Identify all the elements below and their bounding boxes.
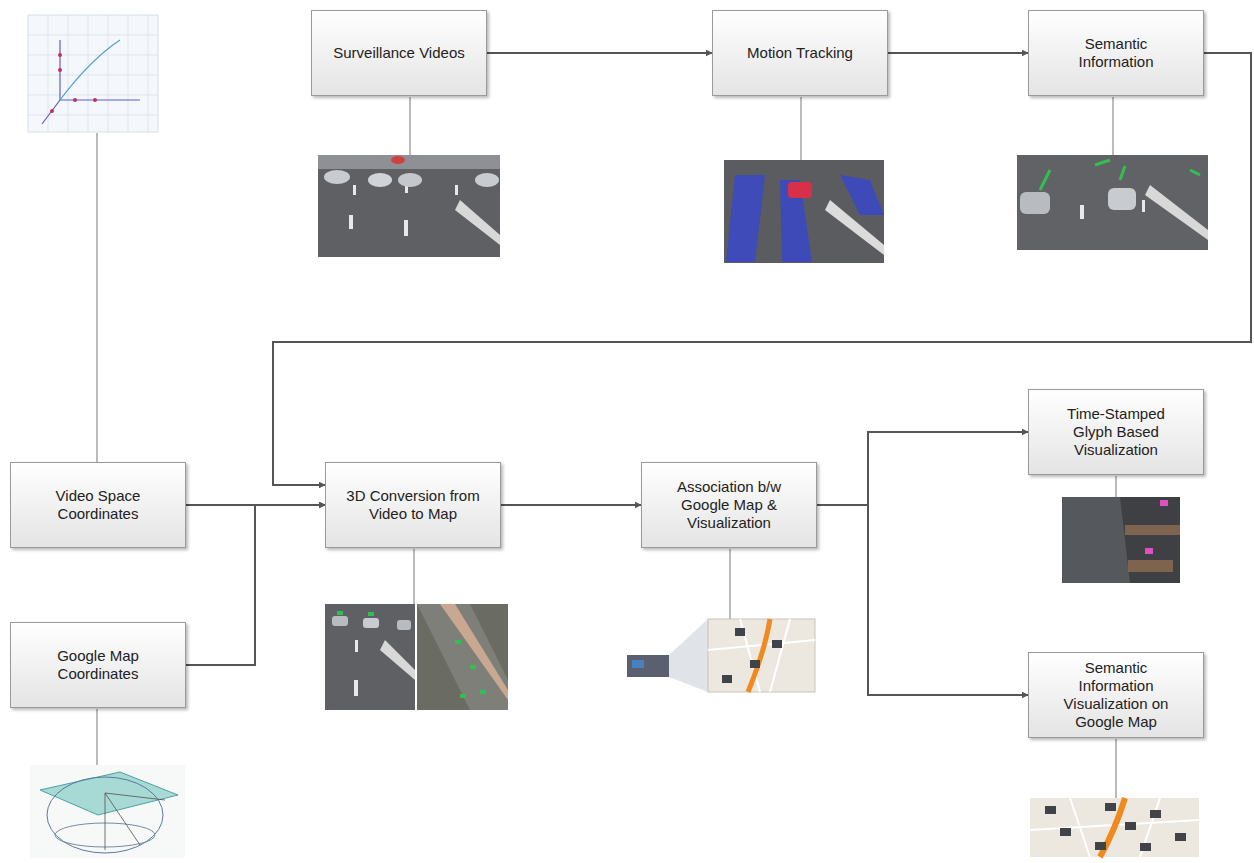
process-box: Semantic Information	[1028, 10, 1204, 96]
globe-figure	[30, 765, 185, 858]
coordinate-graph	[28, 15, 158, 132]
process-box: Surveillance Videos	[311, 10, 487, 96]
semantic-frame	[1017, 155, 1208, 250]
flow-arrow	[186, 505, 325, 665]
process-box: Semantic Information Visualization on Go…	[1028, 652, 1204, 738]
box-label: Time-Stamped Glyph Based Visualization	[1029, 405, 1203, 459]
box-label: Video Space Coordinates	[11, 487, 185, 523]
tracking-frame	[724, 160, 884, 263]
flow-arrow	[501, 504, 641, 506]
process-box: Motion Tracking	[712, 10, 888, 96]
glyph-view	[1062, 497, 1180, 583]
semantic-map	[1030, 798, 1199, 857]
association-map	[627, 619, 815, 692]
process-box: Association b/w Google Map & Visualizati…	[641, 462, 817, 548]
video-frame	[318, 155, 500, 257]
leader-lines	[97, 97, 1116, 798]
process-box: Video Space Coordinates	[10, 462, 186, 548]
conversion-pair	[325, 604, 508, 710]
box-label: Semantic Information Visualization on Go…	[1029, 659, 1203, 731]
process-box: 3D Conversion from Video to Map	[325, 462, 501, 548]
flow-arrow	[817, 505, 1028, 695]
box-label: 3D Conversion from Video to Map	[326, 487, 500, 523]
flow-arrow	[273, 53, 1251, 485]
box-label: Semantic Information	[1029, 35, 1203, 71]
flow-arrow	[817, 432, 1028, 505]
process-box: Time-Stamped Glyph Based Visualization	[1028, 389, 1204, 475]
box-label: Association b/w Google Map & Visualizati…	[642, 478, 816, 532]
box-label: Surveillance Videos	[313, 44, 484, 62]
flow-arrow	[888, 52, 1028, 54]
process-box: Google Map Coordinates	[10, 622, 186, 708]
box-label: Google Map Coordinates	[11, 647, 185, 683]
box-label: Motion Tracking	[727, 44, 873, 62]
flow-arrow	[487, 52, 712, 54]
